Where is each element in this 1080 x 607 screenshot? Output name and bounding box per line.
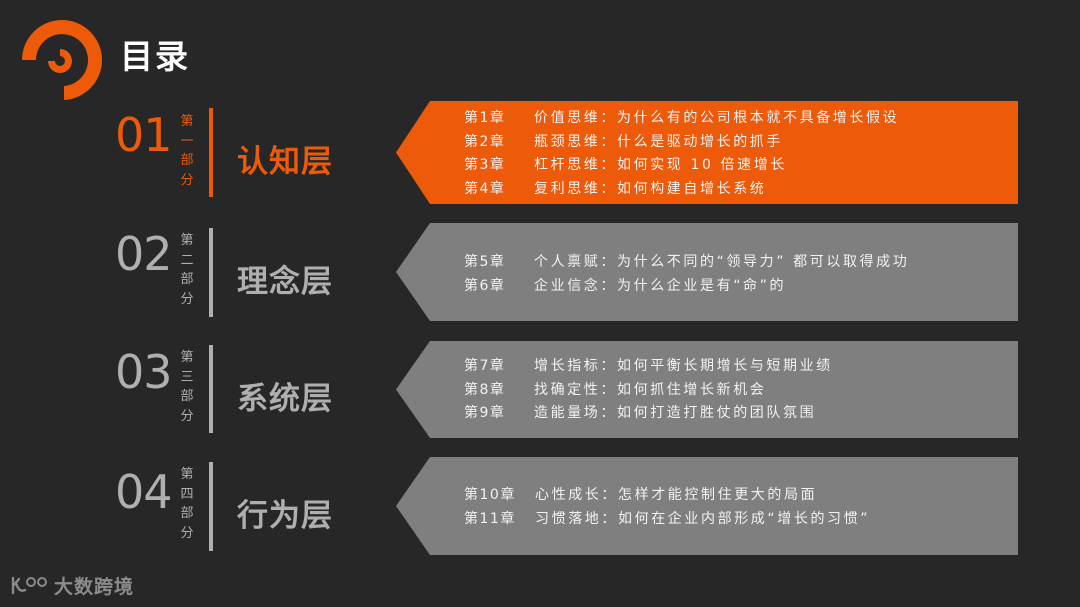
- banner-arrow-shape: [396, 101, 1018, 204]
- chapter-item[interactable]: 第9章造能量场：如何打造打胜仗的团队氛围: [464, 405, 817, 421]
- chapter-item[interactable]: 第7章增长指标：如何平衡长期增长与短期业绩: [464, 358, 833, 374]
- section-divider: [209, 108, 213, 197]
- chapter-item[interactable]: 第5章个人禀赋：为什么不同的“领导力” 都可以取得成功: [464, 254, 910, 270]
- chapter-item[interactable]: 第11章习惯落地：如何在企业内部形成“增长的习惯”: [464, 510, 871, 527]
- banner-arrow-shape: [396, 341, 1018, 438]
- section-number: 01: [115, 108, 173, 162]
- footer-watermark: 大数跨境: [10, 572, 134, 598]
- part-label: 第 四 部 分: [180, 467, 194, 541]
- section-divider: [209, 462, 213, 551]
- part-label: 第 二 部 分: [180, 233, 194, 307]
- section-divider: [209, 228, 213, 317]
- chapter-item[interactable]: 第1章价值思维：为什么有的公司根本就不具备增长假设: [464, 110, 900, 126]
- chapter-item[interactable]: 第10章心性成长：怎样才能控制住更大的局面: [464, 487, 818, 503]
- section-divider: [209, 345, 213, 433]
- footer-brand: 大数跨境: [54, 575, 135, 598]
- page-title: 目录: [120, 37, 190, 76]
- banner-arrow-shape: [396, 457, 1018, 555]
- chapter-banner[interactable]: 第10章心性成长：怎样才能控制住更大的局面 第11章习惯落地：如何在企业内部形成…: [396, 457, 1018, 555]
- section-number: 03: [115, 345, 173, 399]
- chapter-banner[interactable]: 第7章增长指标：如何平衡长期增长与短期业绩 第8章找确定性：如何抓住增长新机会 …: [396, 341, 1018, 438]
- chapter-item[interactable]: 第6章企业信念：为什么企业是有“命”的: [464, 277, 787, 294]
- chapter-banner[interactable]: 第1章价值思维：为什么有的公司根本就不具备增长假设 第2章瓶颈思维：什么是驱动增…: [396, 101, 1018, 204]
- layer-title: 理念层: [237, 264, 333, 300]
- layer-title: 行为层: [237, 498, 333, 534]
- k100-logo-icon: [11, 576, 47, 595]
- banner-arrow-shape: [396, 223, 1018, 321]
- part-label: 第 一 部 分: [180, 114, 194, 188]
- chapter-item[interactable]: 第2章瓶颈思维：什么是驱动增长的抓手: [464, 133, 783, 150]
- chapter-item[interactable]: 第3章杠杆思维：如何实现 10 倍速增长: [464, 157, 787, 173]
- layer-title: 系统层: [237, 381, 333, 417]
- spiral-ring-logo-icon: [22, 20, 102, 100]
- chapter-item[interactable]: 第8章找确定性：如何抓住增长新机会: [464, 381, 767, 398]
- section-number: 02: [115, 227, 173, 281]
- chapter-item[interactable]: 第4章复利思维：如何构建自增长系统: [464, 180, 767, 197]
- chapter-banner[interactable]: 第5章个人禀赋：为什么不同的“领导力” 都可以取得成功 第6章企业信念：为什么企…: [396, 223, 1018, 321]
- section-number: 04: [115, 465, 173, 519]
- layer-title: 认知层: [237, 144, 333, 180]
- part-label: 第 三 部 分: [180, 350, 194, 424]
